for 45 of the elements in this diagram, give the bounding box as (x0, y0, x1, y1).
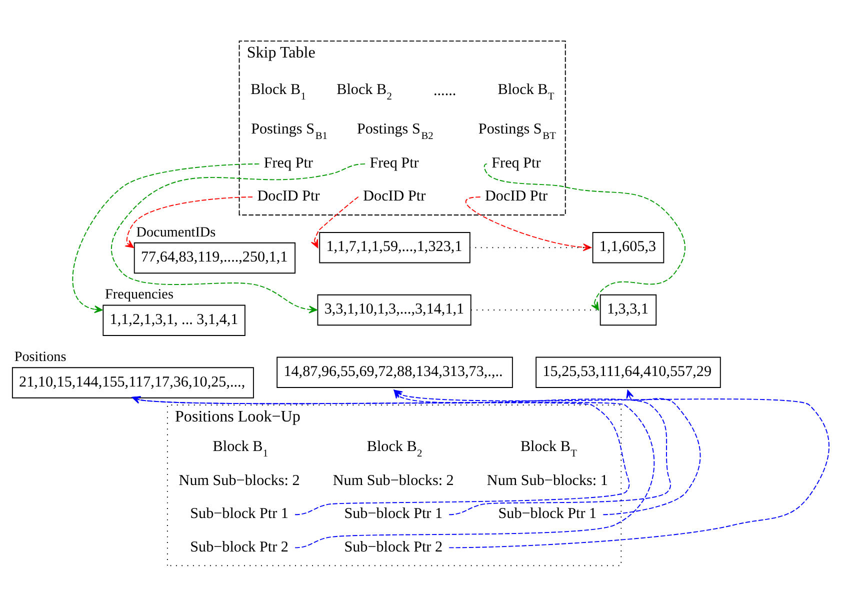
node-text: Num Sub−blocks: 2 (178, 472, 300, 489)
node-box: 15,25,53,111,64,410,557,29 (536, 356, 721, 388)
node-text: DocID Ptr (363, 188, 426, 204)
node-box: 1,1,7,1,1,59,...,1,323,1 (319, 232, 470, 263)
node-text: Num Sub−blocks: 2 (332, 472, 454, 489)
node-text: Sub−block Ptr 2 (344, 538, 443, 555)
arrow (484, 162, 686, 310)
node-box: 14,87,96,55,69,72,88,134,313,73,.,.. (276, 356, 513, 388)
node-text: Sub−block Ptr 1 (344, 506, 443, 522)
arrow (110, 162, 366, 313)
node-box: 1,1,605,3 (592, 232, 664, 263)
node-text: DocID Ptr (485, 188, 548, 204)
node-label: Frequencies (105, 286, 174, 302)
node-box: 1,1,2,1,3,1, ... 3,1,4,1 (102, 304, 246, 336)
arrow (602, 389, 701, 515)
node-text: Block B$_{1}$ (250, 81, 306, 102)
label: ...... (434, 82, 456, 98)
node-text: Num Sub−blocks: 1 (486, 472, 608, 489)
node-text: Freq Ptr (492, 155, 541, 172)
node-label: DocumentIDs (136, 224, 216, 240)
node-text: Postings S$_{B2}$ (356, 121, 434, 142)
arrow (132, 396, 630, 515)
node-text: Freq Ptr (370, 155, 419, 172)
arrow (310, 196, 359, 248)
node-label: Positions (14, 348, 66, 365)
node-text: DocID Ptr (257, 188, 320, 204)
node-text: Freq Ptr (264, 155, 313, 172)
node-box: 21,10,15,144,155,117,17,36,10,25,..., (12, 366, 254, 398)
node-text: Block B$_{T}$ (520, 438, 577, 460)
node-text: Sub−block Ptr 1 (498, 506, 597, 522)
node-text: Block B$_{1}$ (212, 438, 268, 460)
arrow (124, 196, 253, 248)
node-text: Block B$_{2}$ (366, 438, 422, 460)
node-text: Block B$_{T}$ (498, 81, 554, 102)
arrow (466, 196, 592, 251)
node-text: Postings S$_{B1}$ (251, 121, 328, 142)
arrow (132, 396, 654, 548)
node-text: Postings S$_{BT}$ (478, 121, 556, 142)
node-text: Sub−block Ptr 1 (190, 506, 288, 522)
node-box: 3,3,1,10,1,3,...,3,14,1,1 (317, 294, 472, 326)
node-box: 1,3,3,1 (600, 294, 657, 326)
node-text: Sub−block Ptr 2 (190, 538, 288, 555)
arrow (72, 162, 260, 313)
node-box: 77,64,83,119,....,250,1,1 (134, 242, 296, 274)
node-text: Block B$_{2}$ (336, 81, 392, 102)
